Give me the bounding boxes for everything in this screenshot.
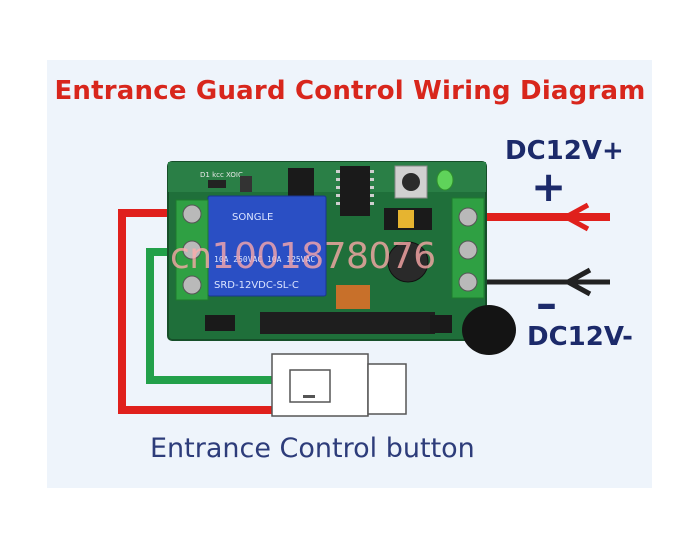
learn-button-cap [402, 173, 420, 191]
diagram-title: Entrance Guard Control Wiring Diagram [54, 76, 646, 106]
red-power-arrow [560, 202, 590, 232]
component-resistor [240, 176, 252, 192]
component-chip-ic [340, 166, 370, 216]
jumper-cap [398, 210, 414, 228]
terminal-screw-left-3 [182, 275, 202, 295]
antenna-coil [462, 305, 516, 355]
entrance-control-button-label: Entrance Control button [150, 433, 475, 464]
green-wire-left [146, 248, 272, 384]
relay-rating-text: 10A 250VAC 10A 125VAC [214, 255, 315, 264]
black-power-arrow [562, 267, 592, 297]
led-indicator [436, 169, 454, 191]
smd-strip [260, 312, 435, 334]
terminal-screw-right-3 [458, 272, 478, 292]
terminal-screw-left-2 [182, 240, 202, 260]
dc12v-positive-label: DC12V+ [505, 136, 624, 166]
capacitor [387, 241, 429, 283]
button-slot [303, 395, 315, 398]
terminal-screw-right-2 [458, 240, 478, 260]
positive-symbol: + [531, 162, 567, 211]
inductor-coil [336, 285, 370, 309]
component-diode [208, 180, 226, 188]
terminal-screw-right-1 [458, 207, 478, 227]
button-box-right [367, 363, 407, 415]
watermark: cn1001878076 [170, 236, 436, 277]
bottom-right-chip [430, 315, 452, 333]
component-chip-small [288, 168, 314, 198]
pcb-silkscreen-label: D1 kcc XOIC [200, 171, 243, 179]
relay-model: SRD-12VDC-SL-C [214, 280, 299, 291]
relay-brand: SONGLE [232, 212, 273, 223]
negative-symbol: – [536, 279, 557, 328]
ic-pins [336, 170, 374, 205]
dc12v-negative-label: DC12V- [527, 322, 633, 352]
terminal-screw-left-1 [182, 204, 202, 224]
bottom-jumper [205, 315, 235, 331]
red-wire-left [118, 209, 272, 414]
